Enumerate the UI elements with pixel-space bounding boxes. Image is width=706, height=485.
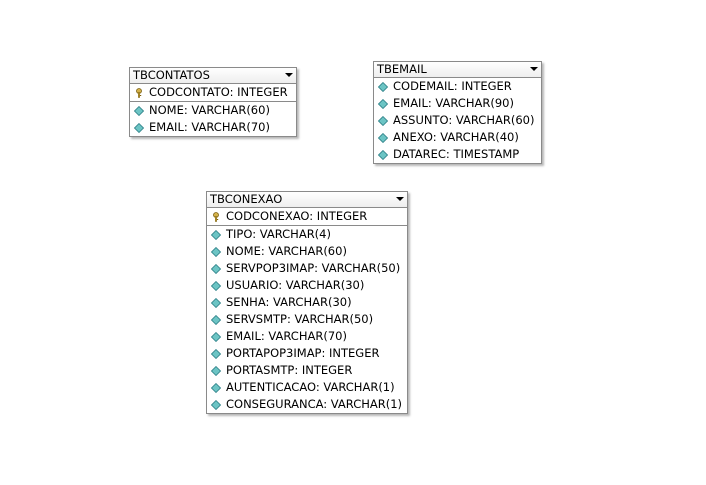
field-row[interactable]: PORTASMTP: INTEGER — [207, 362, 407, 379]
diamond-icon — [211, 230, 221, 240]
field-label: CODCONTATO: INTEGER — [149, 85, 288, 99]
dropdown-arrow-icon[interactable] — [396, 197, 404, 201]
field-row[interactable]: SENHA: VARCHAR(30) — [207, 294, 407, 311]
table-header[interactable]: TBCONEXAO — [207, 192, 407, 208]
field-label: AUTENTICACAO: VARCHAR(1) — [226, 380, 395, 394]
diamond-icon — [211, 383, 221, 393]
diamond-icon — [211, 247, 221, 257]
field-row[interactable]: ASSUNTO: VARCHAR(60) — [374, 112, 541, 129]
diamond-icon — [378, 82, 388, 92]
diamond-icon — [378, 150, 388, 160]
primary-key-section: CODCONEXAO: INTEGER — [207, 208, 407, 226]
field-label: ASSUNTO: VARCHAR(60) — [393, 113, 535, 127]
field-row[interactable]: CODCONEXAO: INTEGER — [207, 208, 407, 225]
field-list: CODEMAIL: INTEGER EMAIL: VARCHAR(90) ASS… — [374, 78, 541, 163]
field-row[interactable]: SERVPOP3IMAP: VARCHAR(50) — [207, 260, 407, 277]
field-label: EMAIL: VARCHAR(90) — [393, 96, 514, 110]
table-tbemail[interactable]: TBEMAIL CODEMAIL: INTEGER EMAIL: VARCHAR… — [373, 61, 542, 164]
dropdown-arrow-icon[interactable] — [285, 73, 293, 77]
diamond-icon — [211, 349, 221, 359]
field-label: NOME: VARCHAR(60) — [149, 103, 270, 117]
field-row[interactable]: NOME: VARCHAR(60) — [207, 243, 407, 260]
field-label: EMAIL: VARCHAR(70) — [226, 329, 347, 343]
field-label: USUARIO: VARCHAR(30) — [226, 278, 365, 292]
field-label: PORTASMTP: INTEGER — [226, 363, 353, 377]
dropdown-arrow-icon[interactable] — [530, 67, 538, 71]
diamond-icon — [211, 281, 221, 291]
table-title: TBCONTATOS — [133, 68, 210, 82]
field-row[interactable]: USUARIO: VARCHAR(30) — [207, 277, 407, 294]
field-row[interactable]: NOME: VARCHAR(60) — [130, 102, 296, 119]
diamond-icon — [134, 106, 144, 116]
diamond-icon — [211, 400, 221, 410]
field-row[interactable]: EMAIL: VARCHAR(70) — [207, 328, 407, 345]
diamond-icon — [378, 116, 388, 126]
field-label: CODEMAIL: INTEGER — [393, 79, 512, 93]
diamond-icon — [211, 332, 221, 342]
field-row[interactable]: ANEXO: VARCHAR(40) — [374, 129, 541, 146]
key-icon — [136, 88, 142, 98]
field-label: CODCONEXAO: INTEGER — [226, 209, 368, 223]
field-list: TIPO: VARCHAR(4) NOME: VARCHAR(60) SERVP… — [207, 226, 407, 413]
field-row[interactable]: CODEMAIL: INTEGER — [374, 78, 541, 95]
field-row[interactable]: EMAIL: VARCHAR(90) — [374, 95, 541, 112]
field-row[interactable]: EMAIL: VARCHAR(70) — [130, 119, 296, 136]
field-label: SERVPOP3IMAP: VARCHAR(50) — [226, 261, 401, 275]
diamond-icon — [211, 264, 221, 274]
field-label: SERVSMTP: VARCHAR(50) — [226, 312, 374, 326]
table-tbcontatos[interactable]: TBCONTATOS CODCONTATO: INTEGER NOME: VAR… — [129, 67, 297, 137]
field-label: EMAIL: VARCHAR(70) — [149, 120, 270, 134]
field-row[interactable]: CONSEGURANCA: VARCHAR(1) — [207, 396, 407, 413]
key-icon — [213, 212, 219, 222]
field-row[interactable]: TIPO: VARCHAR(4) — [207, 226, 407, 243]
primary-key-section: CODCONTATO: INTEGER — [130, 84, 296, 102]
table-header[interactable]: TBEMAIL — [374, 62, 541, 78]
field-row[interactable]: PORTAPOP3IMAP: INTEGER — [207, 345, 407, 362]
field-row[interactable]: DATAREC: TIMESTAMP — [374, 146, 541, 163]
field-label: DATAREC: TIMESTAMP — [393, 147, 520, 161]
table-header[interactable]: TBCONTATOS — [130, 68, 296, 84]
field-row[interactable]: AUTENTICACAO: VARCHAR(1) — [207, 379, 407, 396]
field-label: CONSEGURANCA: VARCHAR(1) — [226, 397, 403, 411]
field-label: NOME: VARCHAR(60) — [226, 244, 347, 258]
diamond-icon — [211, 298, 221, 308]
field-row[interactable]: CODCONTATO: INTEGER — [130, 84, 296, 101]
field-label: SENHA: VARCHAR(30) — [226, 295, 352, 309]
field-list: NOME: VARCHAR(60) EMAIL: VARCHAR(70) — [130, 102, 296, 136]
diamond-icon — [378, 99, 388, 109]
field-row[interactable]: SERVSMTP: VARCHAR(50) — [207, 311, 407, 328]
field-label: TIPO: VARCHAR(4) — [226, 227, 331, 241]
diamond-icon — [378, 133, 388, 143]
diamond-icon — [211, 366, 221, 376]
table-title: TBCONEXAO — [210, 192, 283, 206]
table-title: TBEMAIL — [377, 62, 427, 76]
field-label: ANEXO: VARCHAR(40) — [393, 130, 519, 144]
diamond-icon — [134, 123, 144, 133]
diamond-icon — [211, 315, 221, 325]
table-tbconexao[interactable]: TBCONEXAO CODCONEXAO: INTEGER TIPO: VARC… — [206, 191, 408, 414]
field-label: PORTAPOP3IMAP: INTEGER — [226, 346, 380, 360]
